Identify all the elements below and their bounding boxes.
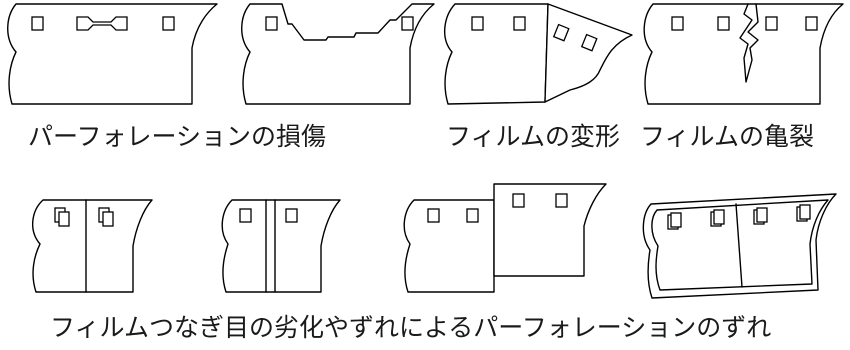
caption-perforation-damage: パーフォレーションの損傷 [28, 122, 327, 151]
illustration-splice-overlap [32, 199, 153, 293]
film-strip [241, 3, 435, 105]
film-strip-front [651, 199, 829, 291]
illustration-film-crack [643, 3, 844, 105]
perforation-hole-shifted [102, 211, 114, 227]
illustration-film-deformation [444, 3, 633, 105]
perforation-hole [401, 16, 414, 31]
film-strip-lower [403, 199, 495, 293]
perforation-hole [512, 193, 525, 208]
perforation-hole [471, 16, 484, 31]
illustration-splice-gap [221, 199, 341, 293]
perforation-hole-shifted [58, 211, 70, 227]
film-strip [32, 199, 153, 293]
perforation-hole [805, 16, 818, 31]
damaged-perforation [76, 16, 128, 31]
perforation-hole [427, 208, 440, 223]
perforation-hole [513, 16, 526, 31]
perforation-hole [239, 208, 252, 223]
perforation-hole-shifted [756, 207, 768, 223]
perforation-hole [162, 16, 175, 31]
perforation-hole [765, 16, 778, 31]
perforation-hole [555, 193, 568, 208]
film-strip [221, 199, 341, 293]
illustration-splice-skew [642, 193, 837, 299]
perforation-hole [717, 16, 730, 31]
perforation-hole [466, 208, 479, 223]
illustration-splice-offset [403, 183, 607, 293]
illustration-perforation-damage [7, 3, 218, 105]
perforation-hole-shifted [799, 204, 811, 220]
splice-line [735, 203, 743, 288]
perforation-hole [552, 23, 570, 42]
perforation-hole [671, 16, 684, 31]
perforation-hole-shifted [713, 209, 725, 225]
caption-film-deformation: フィルムの変形 [446, 122, 621, 151]
crack-line [739, 3, 759, 83]
perforation-hole [285, 208, 298, 223]
film-strip [643, 3, 844, 105]
perforation-hole [31, 16, 44, 31]
caption-film-crack: フィルムの亀裂 [640, 122, 815, 151]
film-strip [444, 3, 549, 105]
caption-splice-degradation: フィルムつなぎ目の劣化やずれによるパーフォレーションのずれ [50, 313, 772, 342]
film-strip-upper [493, 183, 607, 277]
bent-film-section [544, 3, 633, 103]
perforation-hole [265, 16, 278, 31]
perforation-hole [580, 33, 598, 52]
perforation-hole-shifted [670, 212, 682, 228]
illustration-perforation-torn [241, 3, 435, 105]
